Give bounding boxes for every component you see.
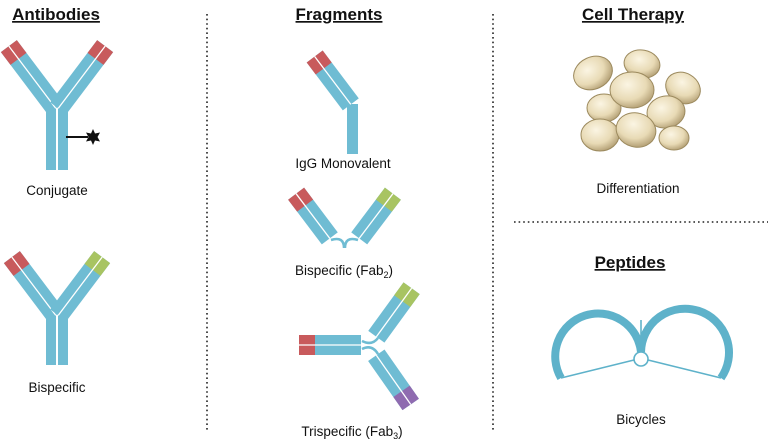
payload-star-icon xyxy=(86,129,100,145)
label-differentiation: Differentiation xyxy=(596,181,679,196)
conjugate-antibody-icon xyxy=(0,40,114,170)
bispecific-antibody-icon xyxy=(3,251,111,365)
label-bispecific: Bispecific xyxy=(28,380,85,395)
header-antibodies: Antibodies xyxy=(12,5,100,24)
bispecific-fab2-icon xyxy=(288,187,401,249)
label-igg-monovalent: IgG Monovalent xyxy=(295,156,391,171)
bicycle-peptide-icon xyxy=(551,304,733,381)
igg-monovalent-icon xyxy=(306,50,359,154)
label-trispecific-fab3: Trispecific (Fab3) xyxy=(301,424,402,441)
label-conjugate: Conjugate xyxy=(26,183,88,198)
header-peptides: Peptides xyxy=(595,253,666,272)
header-cell-therapy: Cell Therapy xyxy=(582,5,685,24)
trispecific-fab3-icon xyxy=(299,282,420,411)
label-bispecific-fab2: Bispecific (Fab2) xyxy=(295,263,393,280)
cell-cluster-image xyxy=(573,49,701,152)
label-bicycles: Bicycles xyxy=(616,412,666,427)
header-fragments: Fragments xyxy=(296,5,383,24)
